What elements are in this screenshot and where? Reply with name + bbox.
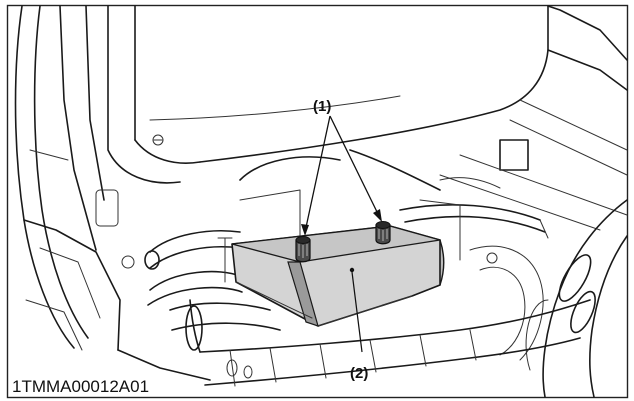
- sub-tank: [231, 225, 445, 327]
- tank-cap-right: [375, 221, 391, 245]
- callout-2-label: (2): [350, 365, 368, 382]
- lower-tube: [199, 299, 591, 387]
- figure-code: 1TMMA00012A01: [12, 377, 149, 396]
- callout-1-label: (1): [313, 98, 331, 115]
- tank-cap-left: [295, 236, 311, 263]
- cross-pipe: [144, 230, 281, 353]
- air-hose: [469, 199, 628, 398]
- figure-border: [6, 4, 629, 399]
- tank-brackets: [217, 149, 501, 283]
- leader-lines: [301, 115, 382, 353]
- right-chassis: [399, 5, 628, 239]
- left-frame: [14, 5, 211, 381]
- upper-tank: [107, 5, 549, 184]
